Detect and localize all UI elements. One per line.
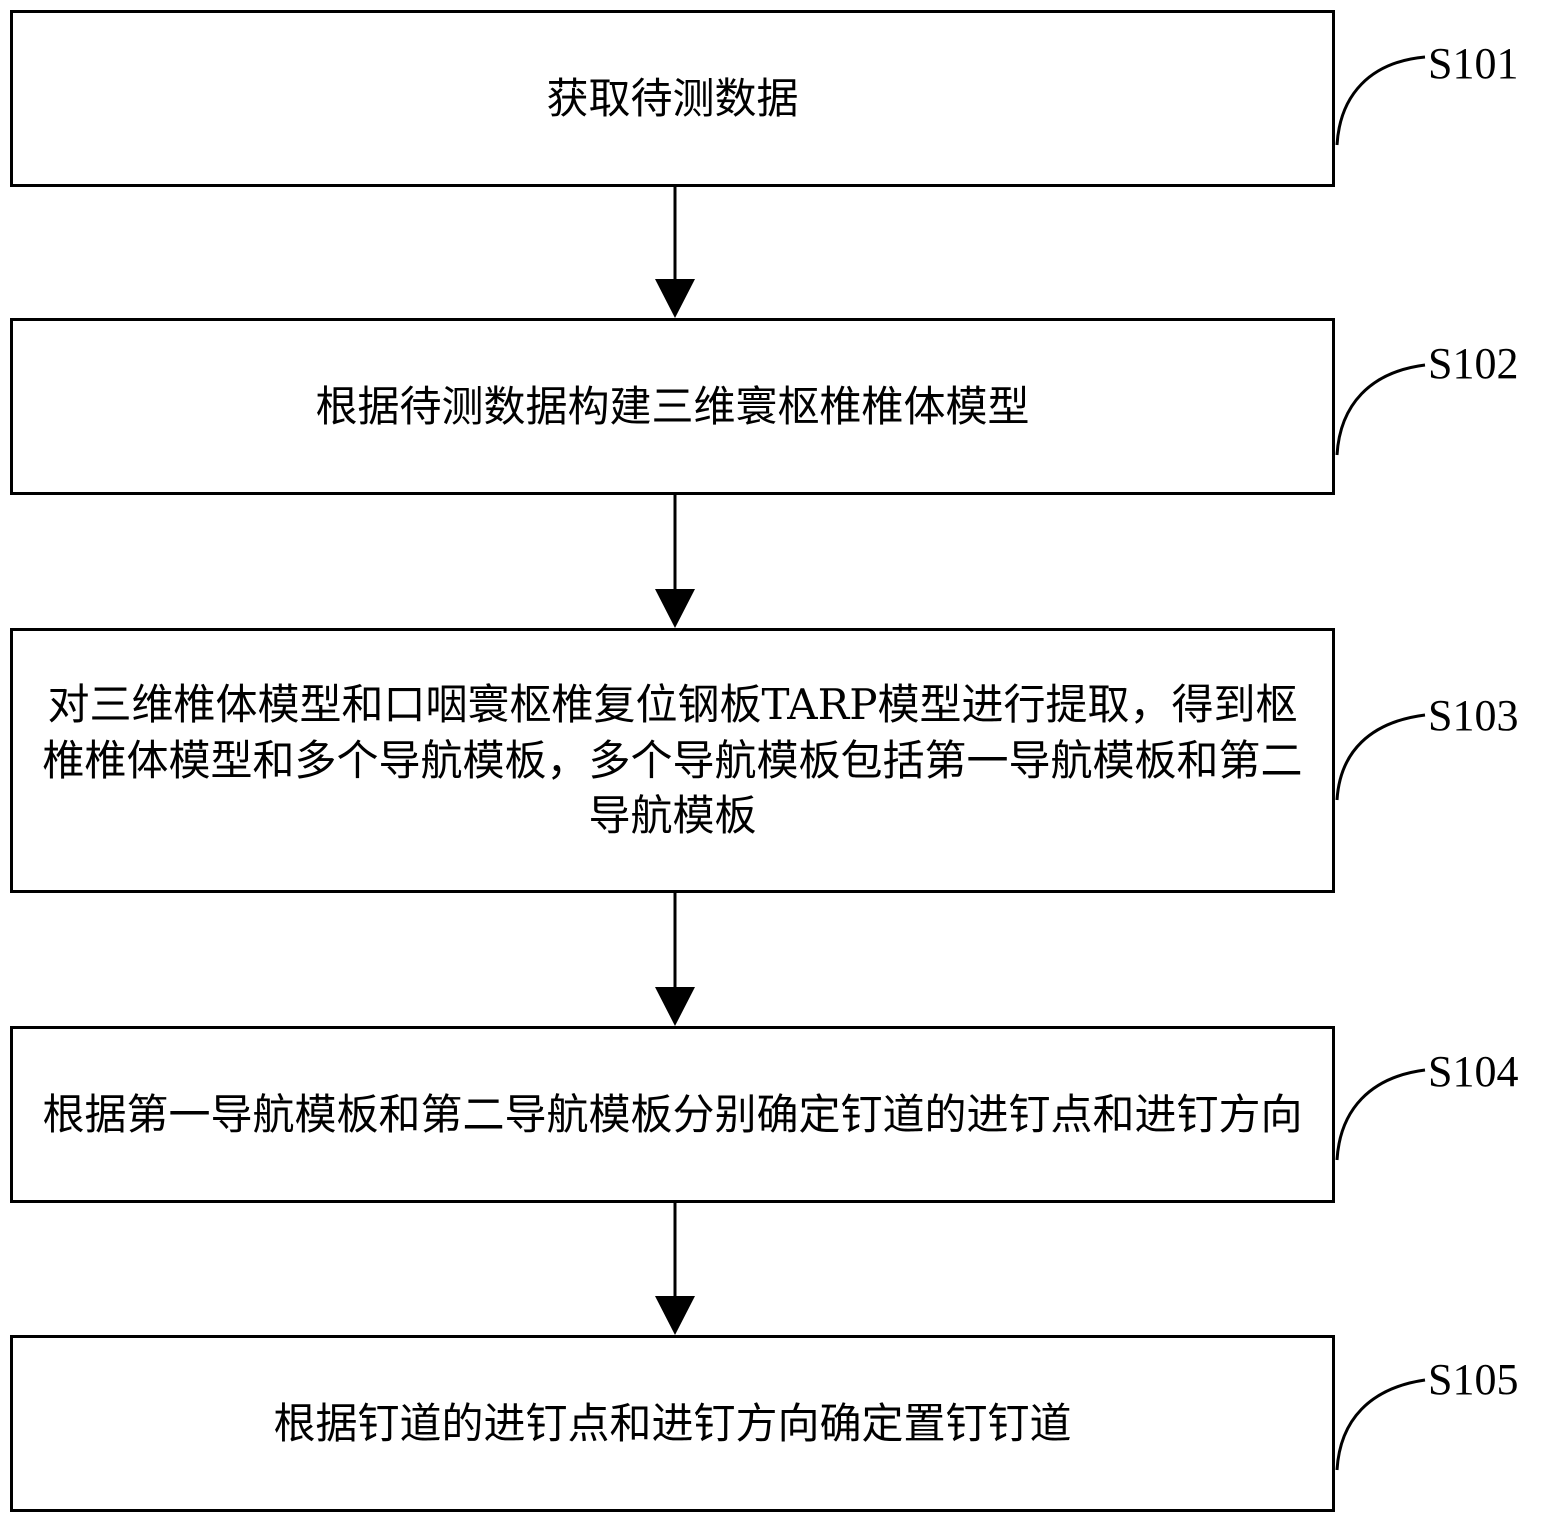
- step-label-s103: S103: [1428, 691, 1519, 740]
- step-label-s102: S102: [1428, 339, 1519, 388]
- step-text-s105: 根据钉道的进钉点和进钉方向确定置钉钉道: [273, 1398, 1072, 1448]
- step-text-s103: 对三维椎体模型和口咽寰枢椎复位钢板TARP模型进行提取，得到枢椎椎体模型和多个导…: [42, 680, 1303, 841]
- step-box-s102: 根据待测数据构建三维寰枢椎椎体模型: [10, 318, 1335, 495]
- step-text-s101: 获取待测数据: [546, 73, 799, 123]
- flow-arrow-s102-s103: [655, 495, 695, 628]
- step-label-s105: S105: [1428, 1355, 1519, 1404]
- flow-arrow-s104-s105: [655, 1203, 695, 1335]
- step-box-s101: 获取待测数据: [10, 10, 1335, 187]
- step-box-s105: 根据钉道的进钉点和进钉方向确定置钉钉道: [10, 1335, 1335, 1512]
- step-text-s104: 根据第一导航模板和第二导航模板分别确定钉道的进钉点和进钉方向: [42, 1089, 1303, 1139]
- step-label-s101: S101: [1428, 39, 1519, 88]
- leader-curve-s103: [1335, 713, 1426, 801]
- step-label-s104: S104: [1428, 1047, 1519, 1096]
- flow-arrow-s101-s102: [655, 187, 695, 318]
- leader-curve-s105: [1335, 1378, 1426, 1471]
- leader-curve-s101: [1335, 55, 1426, 146]
- step-box-s103: 对三维椎体模型和口咽寰枢椎复位钢板TARP模型进行提取，得到枢椎椎体模型和多个导…: [10, 628, 1335, 893]
- flow-arrow-s103-s104: [655, 893, 695, 1026]
- step-box-s104: 根据第一导航模板和第二导航模板分别确定钉道的进钉点和进钉方向: [10, 1026, 1335, 1203]
- leader-curve-s104: [1335, 1068, 1426, 1161]
- leader-curve-s102: [1335, 363, 1426, 456]
- step-text-s102: 根据待测数据构建三维寰枢椎椎体模型: [315, 381, 1030, 431]
